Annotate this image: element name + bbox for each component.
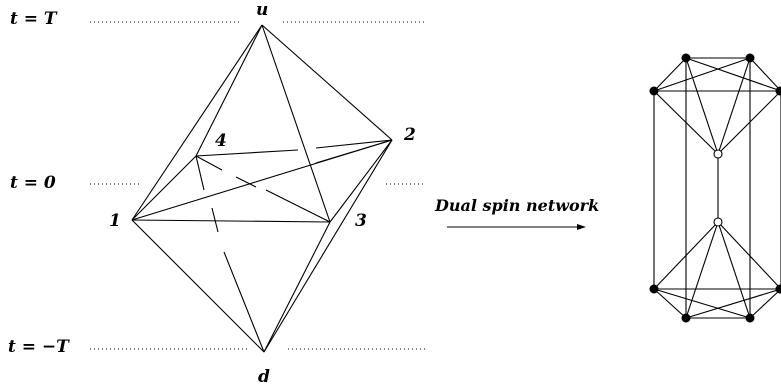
edge-u-3 [261,24,331,223]
edge-d-1 [131,219,265,353]
network-edge [685,221,719,319]
vertex-label-1: 1 [109,211,121,231]
vertex-label-2: 2 [403,125,416,145]
network-edge [749,57,781,92]
time-label-bottom: t = −T [8,337,70,357]
network-edge [653,221,719,290]
edge-d-4-c [223,251,265,353]
network-edge [717,221,781,290]
network-node-open [713,217,723,227]
edge-4-2-b [315,139,393,149]
network-edge [653,90,719,155]
network-node-filled [775,284,781,294]
network-edge [653,57,751,92]
network-node-filled [745,313,755,323]
arrow-label: Dual spin network [434,196,599,215]
network-edge [685,57,719,155]
network-edge [653,57,687,92]
edge-d-4-b [211,207,219,233]
network-node-filled [681,53,691,63]
edge-d-3 [263,221,331,353]
vertex-label-4: 4 [215,131,227,151]
time-label-top: t = T [10,9,58,29]
network-node-filled [775,86,781,96]
network-edge [653,288,751,319]
network-node-filled [649,86,659,96]
vertex-label-d: d [258,367,270,387]
vertex-label-u: u [256,0,268,20]
edge-u-2 [261,24,393,141]
network-node-filled [649,284,659,294]
edge-3-2 [329,139,393,223]
edge-d-4-a [195,155,205,191]
network-edge [717,90,781,155]
edge-1-4 [131,155,197,221]
edge-u-4 [195,24,263,157]
edge-u-1 [131,24,263,221]
vertex-label-3: 3 [355,211,367,231]
network-edge [717,221,751,319]
network-edge [685,288,781,319]
network-node-open [713,149,723,159]
edge-1-3 [131,219,331,223]
network-edge [749,288,781,319]
octahedron-triangulation [131,24,393,353]
edge-2-3-hidden [315,139,393,164]
time-label-middle: t = 0 [10,173,56,193]
edge-4-3-c [265,189,331,223]
edge-d-2 [263,139,393,353]
dual-spin-network [649,53,781,323]
arrow-head-icon [577,224,586,230]
network-node-filled [681,313,691,323]
network-node-filled [745,53,755,63]
edge-4-2-a [195,149,299,157]
network-edge [717,57,751,155]
edge-4-3-b [235,176,257,188]
edge-4-3-a [195,155,223,171]
network-edge [653,288,687,319]
network-edge [685,57,781,92]
